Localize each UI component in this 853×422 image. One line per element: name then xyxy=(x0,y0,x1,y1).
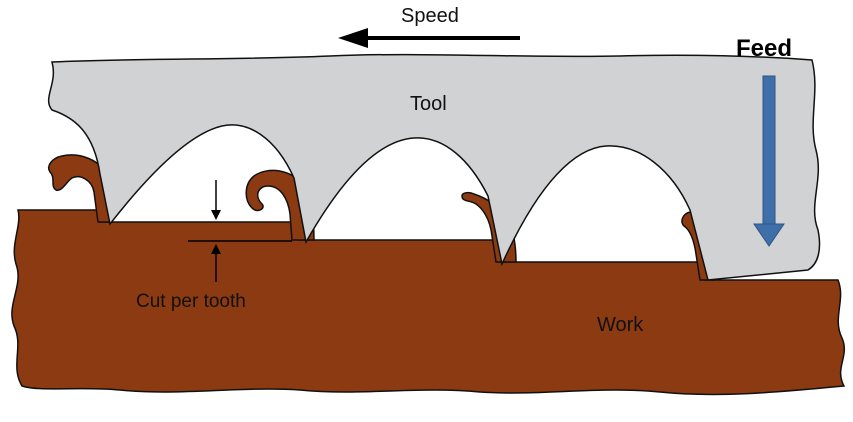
saw-tool xyxy=(47,53,821,281)
tool-label: Tool xyxy=(410,93,447,115)
speed-label: Speed xyxy=(401,5,459,27)
cut-per-tooth-dimension xyxy=(188,180,292,282)
work-piece xyxy=(11,209,846,396)
cut-per-tooth-label: Cut per tooth xyxy=(136,291,246,312)
feed-arrow xyxy=(753,75,785,247)
speed-arrow xyxy=(338,28,520,48)
work-label: Work xyxy=(597,314,644,336)
feed-label: Feed xyxy=(736,35,792,62)
